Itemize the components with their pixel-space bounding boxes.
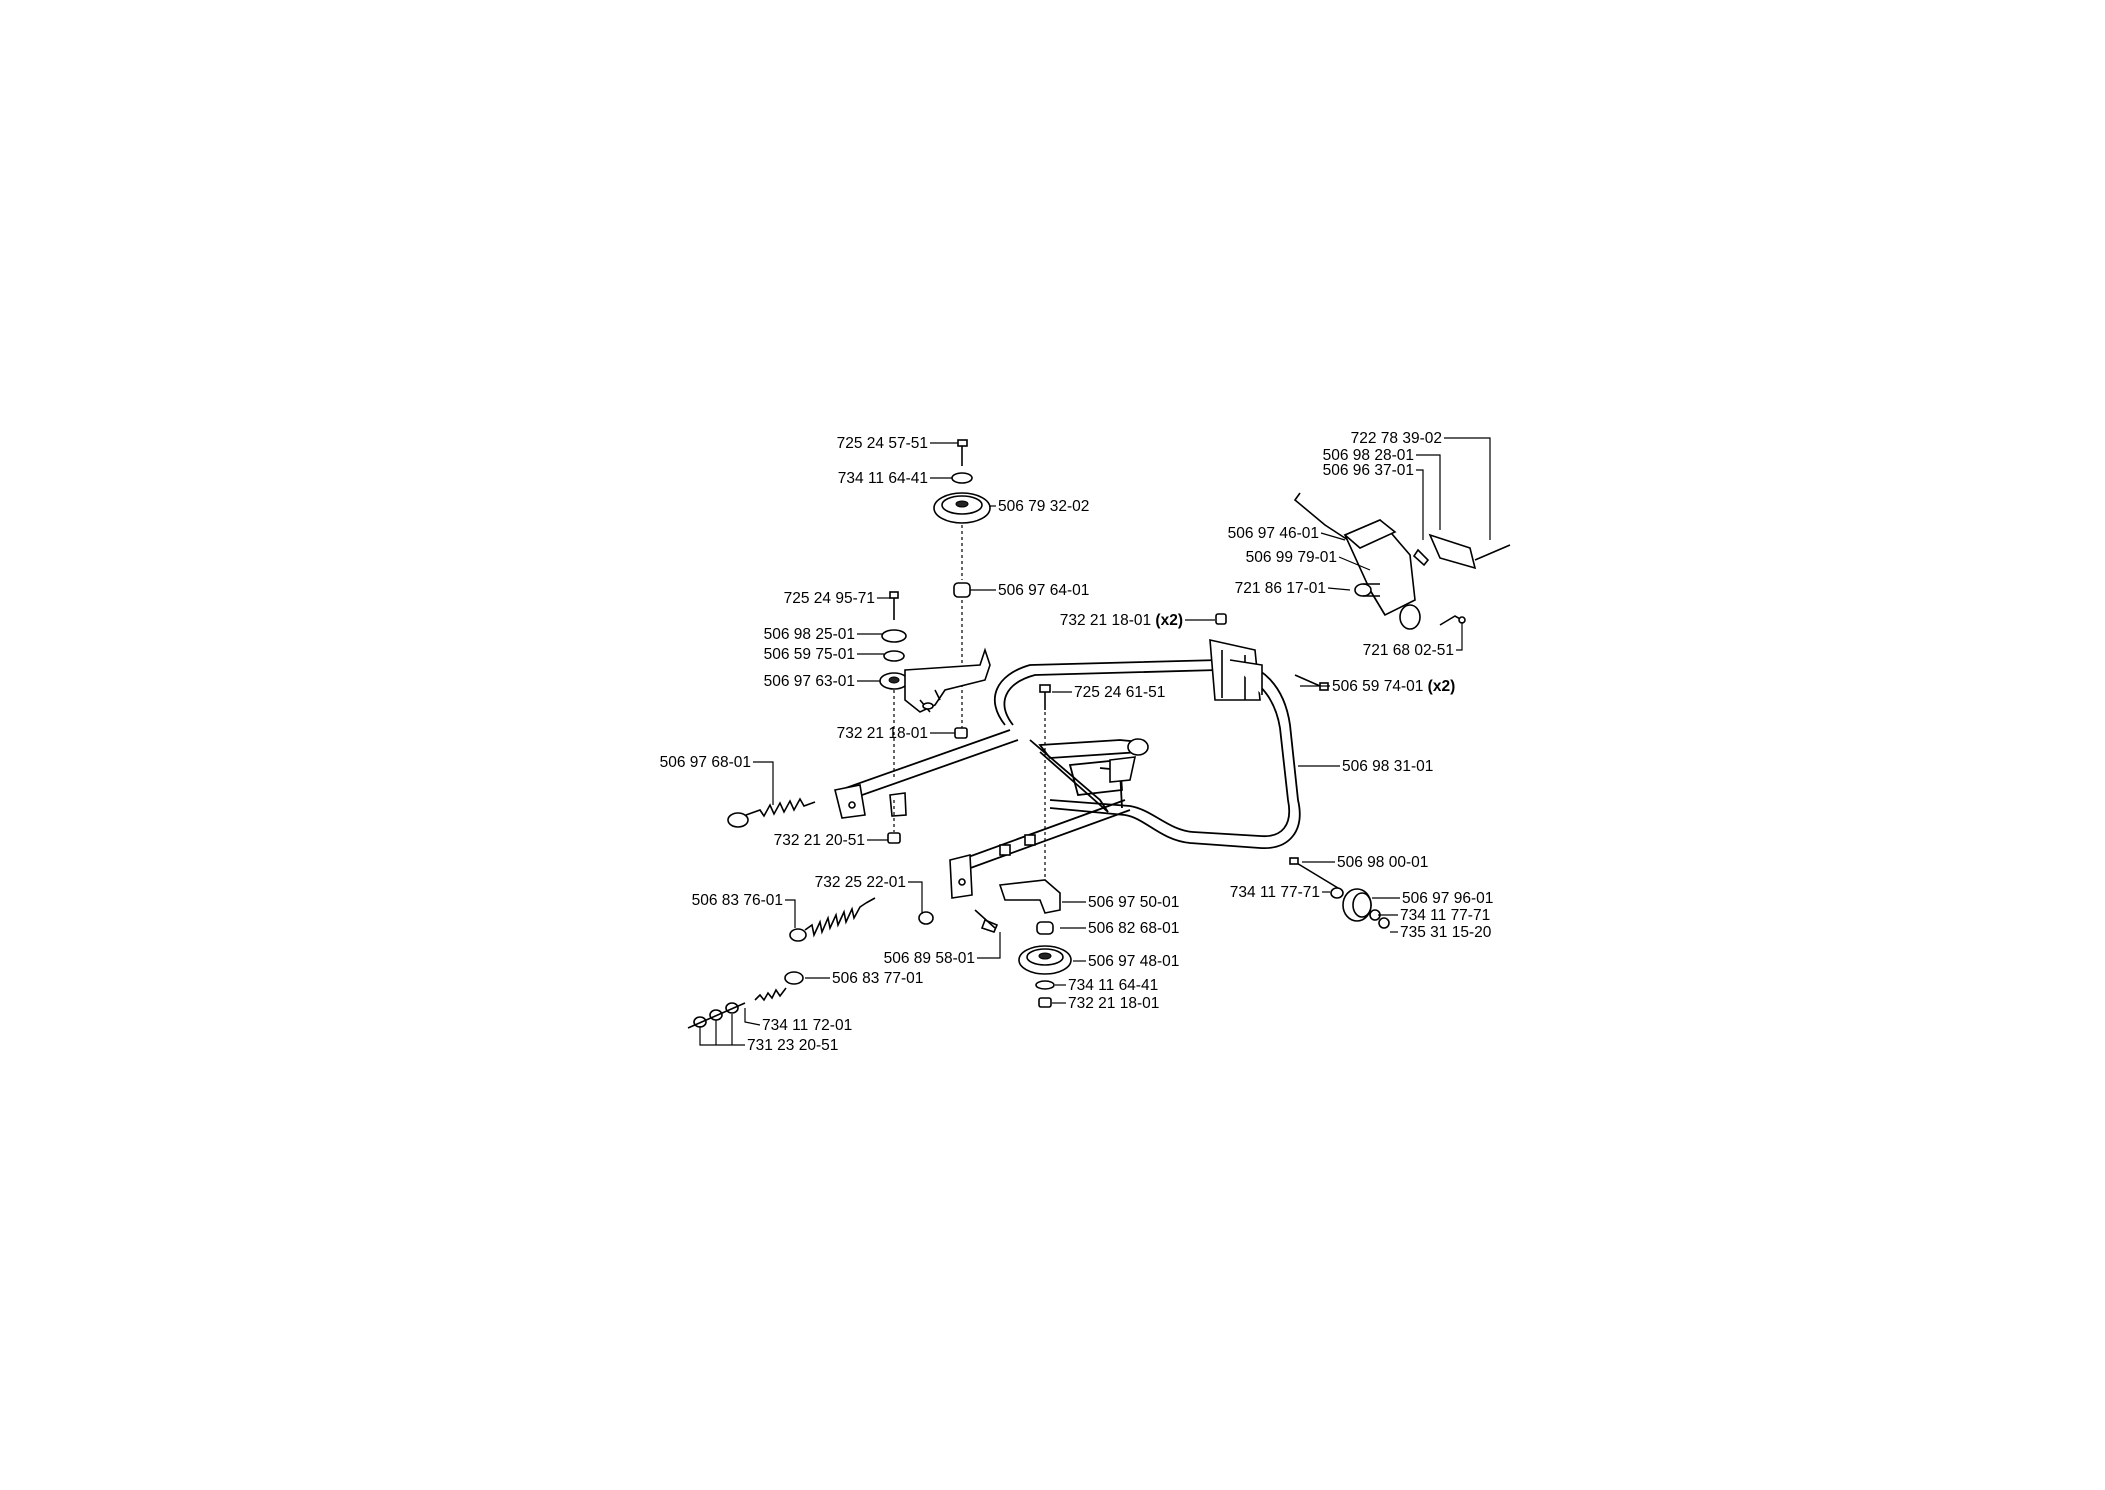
pedal-assembly bbox=[1215, 492, 1511, 691]
part-label: 506 97 63-01 bbox=[764, 673, 855, 690]
part-label: 506 97 46-01 bbox=[1228, 525, 1319, 542]
part-label: 735 31 15-20 bbox=[1400, 924, 1492, 941]
part-label: 506 59 74-01 (x2) bbox=[1332, 678, 1455, 695]
part-label: 734 11 72-01 bbox=[762, 1017, 852, 1034]
part-label: 506 99 79-01 bbox=[1246, 549, 1337, 566]
part-label: 506 79 32-02 bbox=[998, 498, 1089, 515]
part-label: 732 21 18-01 bbox=[1068, 995, 1159, 1012]
part-label: 725 24 57-51 bbox=[837, 435, 928, 452]
part-label: 506 98 25-01 bbox=[764, 626, 855, 643]
part-label: 506 89 58-01 bbox=[884, 950, 975, 967]
part-label: 506 82 68-01 bbox=[1088, 920, 1179, 937]
part-label: 506 83 77-01 bbox=[832, 970, 923, 987]
part-label: 506 97 68-01 bbox=[660, 754, 751, 771]
lower-pulley-assembly bbox=[998, 684, 1072, 1008]
part-number: 506 59 74-01 bbox=[1332, 678, 1423, 695]
part-label: 722 78 39-02 bbox=[1351, 430, 1442, 447]
upper-pulley-assembly bbox=[933, 439, 991, 739]
part-label: 506 97 50-01 bbox=[1088, 894, 1179, 911]
part-label: 721 86 17-01 bbox=[1235, 580, 1326, 597]
part-label: 506 83 76-01 bbox=[692, 892, 783, 909]
part-label: 725 24 95-71 bbox=[784, 590, 875, 607]
part-label: 725 24 61-51 bbox=[1074, 684, 1165, 701]
idler-arm-assembly bbox=[879, 591, 991, 844]
part-label: 734 11 77-71 bbox=[1400, 907, 1490, 924]
part-label: 732 21 18-01 (x2) bbox=[1060, 612, 1183, 629]
part-number: 732 21 18-01 bbox=[1060, 612, 1151, 629]
leader-lines bbox=[699, 437, 1491, 1046]
right-idler-assembly bbox=[1289, 857, 1390, 929]
part-label: 734 11 77-71 bbox=[1230, 884, 1320, 901]
part-label: 506 96 37-01 bbox=[1323, 462, 1414, 479]
part-labels: 725 24 57-51 734 11 64-41 506 79 32-02 5… bbox=[660, 430, 1494, 1054]
quantity: (x2) bbox=[1155, 612, 1183, 629]
part-label: 732 21 18-01 bbox=[837, 725, 928, 742]
left-spring bbox=[727, 797, 816, 828]
part-label: 506 98 00-01 bbox=[1337, 854, 1428, 871]
quantity: (x2) bbox=[1428, 678, 1456, 695]
part-label: 732 21 20-51 bbox=[774, 832, 865, 849]
part-label: 506 59 75-01 bbox=[764, 646, 855, 663]
part-label: 506 97 96-01 bbox=[1402, 890, 1493, 907]
part-label: 734 11 64-41 bbox=[1068, 977, 1158, 994]
tension-spring-rod bbox=[687, 897, 999, 1029]
part-label: 731 23 20-51 bbox=[747, 1037, 838, 1054]
part-label: 506 97 64-01 bbox=[998, 582, 1089, 599]
part-label: 721 68 02-51 bbox=[1363, 642, 1454, 659]
part-label: 506 97 48-01 bbox=[1088, 953, 1179, 970]
part-label: 506 98 28-01 bbox=[1323, 447, 1414, 464]
part-label: 734 11 64-41 bbox=[838, 470, 928, 487]
main-frame bbox=[834, 638, 1301, 899]
part-label: 732 25 22-01 bbox=[815, 874, 906, 891]
part-label: 506 98 31-01 bbox=[1342, 758, 1433, 775]
